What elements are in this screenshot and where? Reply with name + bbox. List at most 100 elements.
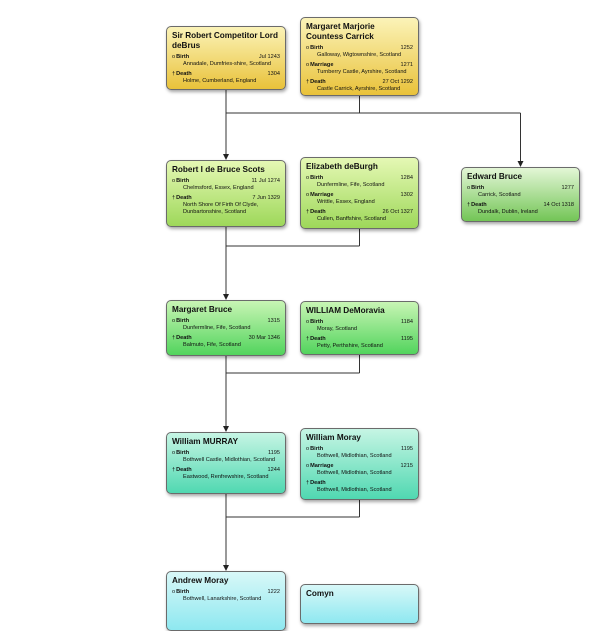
person-name: William MURRAY	[172, 437, 239, 446]
event-place: Cullen, Banffshire, Scotland	[317, 216, 386, 222]
event-label: Birth	[310, 446, 324, 452]
event-label: Birth	[310, 319, 324, 325]
event-date: 11 Jul 1274	[251, 178, 280, 184]
event-label: Birth	[176, 178, 190, 184]
birth-icon: o	[306, 319, 310, 325]
event-label: Death	[176, 71, 192, 77]
event-label: Birth	[310, 175, 324, 181]
death-icon: †	[467, 202, 471, 208]
event-label: Death	[310, 336, 326, 342]
death-icon: †	[306, 336, 310, 342]
event-date: 1215	[400, 463, 413, 469]
event-date: 27 Oct 1292	[382, 79, 413, 85]
person-name: Edward Bruce	[467, 172, 523, 181]
death-icon: †	[172, 467, 176, 473]
person-name: Margaret Marjorie Countess Carrick	[306, 22, 375, 41]
event-label: Death	[310, 79, 326, 85]
marriage-icon: o	[306, 192, 310, 198]
event-date: 1195	[400, 336, 413, 342]
person-card-comyn[interactable]: Comyn	[300, 584, 419, 624]
event-date: 26 Oct 1327	[382, 209, 413, 215]
event-place: Dundalk, Dublin, Ireland	[478, 209, 538, 215]
event-date: Jul 1243	[258, 54, 280, 60]
event-label: Birth	[176, 318, 190, 324]
death-icon: †	[172, 195, 176, 201]
event-label: Marriage	[310, 463, 334, 469]
person-name: Andrew Moray	[172, 576, 229, 585]
birth-icon: o	[306, 446, 310, 452]
event-label: Birth	[310, 45, 324, 51]
event-place: Moray, Scotland	[317, 326, 358, 332]
death-icon: †	[306, 480, 310, 486]
person-name: Elizabeth deBurgh	[306, 162, 378, 171]
event-place: Bothwell, Midlothian, Scotland	[317, 453, 392, 459]
birth-icon: o	[467, 185, 471, 191]
person-name: Comyn	[306, 589, 334, 598]
event-place: Bothwell, Lanarkshire, Scotland	[183, 596, 262, 602]
event-date: 1271	[400, 62, 413, 68]
event-date: 1315	[267, 318, 280, 324]
birth-icon: o	[306, 45, 310, 51]
event-label: Birth	[176, 589, 190, 595]
event-place: Dunfermline, Fife, Scotland	[317, 182, 385, 188]
event-date: 1244	[267, 467, 280, 473]
connector-lines	[223, 90, 524, 571]
event-place: Petty, Perthshire, Scotland	[317, 343, 383, 349]
event-date: 7 Jun 1329	[252, 195, 280, 201]
death-icon: †	[306, 209, 310, 215]
child-arrow	[223, 426, 229, 432]
child-arrow	[517, 161, 524, 167]
event-place: North Shore Of Firth Of Clyde, Dunbarton…	[183, 202, 259, 215]
event-label: Death	[310, 209, 326, 215]
event-label: Death	[471, 202, 487, 208]
marriage-icon: o	[306, 62, 310, 68]
event-label: Marriage	[310, 192, 334, 198]
event-date: 1252	[400, 45, 413, 51]
death-icon: †	[306, 79, 310, 85]
birth-icon: o	[306, 175, 310, 181]
event-place: Bothwell, Midlothian, Scotland	[317, 487, 392, 493]
event-place: Writtle, Essex, England	[317, 199, 375, 205]
death-icon: †	[172, 71, 176, 77]
event-label: Birth	[176, 54, 190, 60]
event-date: 30 Mar 1346	[248, 335, 280, 341]
event-date: 1304	[267, 71, 280, 77]
event-label: Birth	[471, 185, 485, 191]
event-date: 1222	[267, 589, 280, 595]
birth-icon: o	[172, 178, 176, 184]
event-date: 1302	[400, 192, 413, 198]
marriage-icon: o	[306, 463, 310, 469]
event-place: Eastwood, Renfrewshire, Scotland	[183, 474, 269, 480]
birth-icon: o	[172, 54, 176, 60]
child-arrow	[223, 565, 229, 571]
event-place: Castle Carrick, Ayrshire, Scotland	[317, 86, 401, 92]
event-place: Turnberry Castle, Ayrshire, Scotland	[317, 69, 407, 75]
event-label: Death	[310, 480, 326, 486]
event-label: Death	[176, 335, 192, 341]
event-place: Bothwell, Midlothian, Scotland	[317, 470, 392, 476]
event-place: Holme, Cumberland, England	[183, 78, 257, 84]
